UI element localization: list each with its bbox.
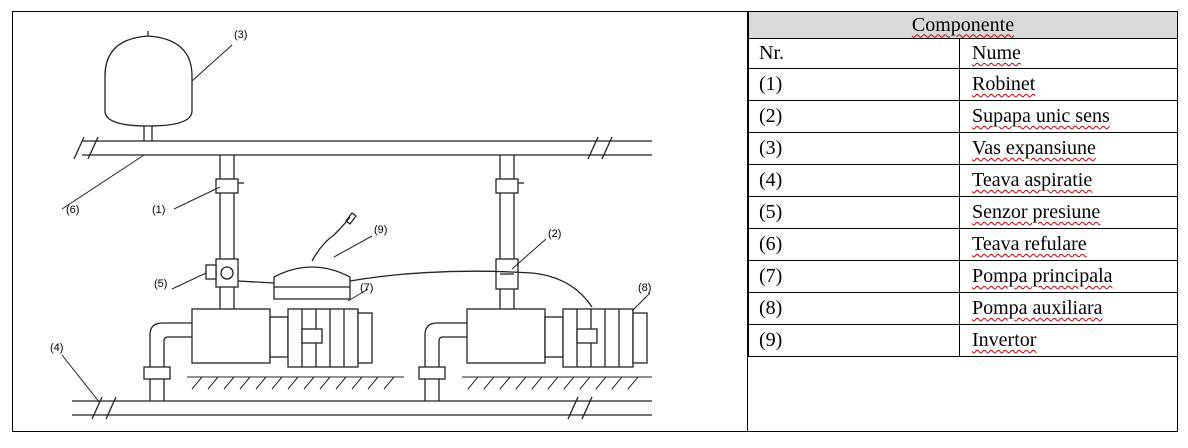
table-row: (2) Supapa unic sens bbox=[748, 100, 1178, 133]
expansion-vessel bbox=[104, 31, 193, 141]
inverter bbox=[237, 212, 593, 308]
table-header-row: Nr. Nume bbox=[748, 38, 1178, 69]
callout-4: (4) bbox=[50, 342, 63, 354]
table-row: (3) Vas expansiune bbox=[748, 132, 1178, 165]
table-title-row: Componente bbox=[748, 11, 1178, 39]
floor-hatching bbox=[187, 376, 652, 390]
row-name: Teava refulare bbox=[959, 228, 1178, 261]
row-nr: (2) bbox=[748, 100, 960, 133]
callout-8: (8) bbox=[638, 282, 651, 294]
row-nr: (1) bbox=[748, 68, 960, 101]
header-nr: Nr. bbox=[748, 38, 960, 69]
table-row: (4) Teava aspiratie bbox=[748, 164, 1178, 197]
row-nr: (5) bbox=[748, 196, 960, 229]
main-pump bbox=[191, 308, 373, 368]
table-title: Componente bbox=[748, 11, 1178, 39]
figure-frame bbox=[12, 11, 1178, 432]
table-row: (9) Invertor bbox=[748, 324, 1178, 357]
callout-6: (6) bbox=[66, 204, 79, 216]
callout-9: (9) bbox=[374, 224, 387, 236]
row-name: Invertor bbox=[959, 324, 1178, 357]
table-row: (1) Robinet bbox=[748, 68, 1178, 101]
figure-divider bbox=[747, 11, 748, 432]
row-nr: (4) bbox=[748, 164, 960, 197]
right-riser bbox=[495, 155, 524, 311]
row-nr: (9) bbox=[748, 324, 960, 357]
row-name: Teava aspiratie bbox=[959, 164, 1178, 197]
table-row: (8) Pompa auxiliara bbox=[748, 292, 1178, 325]
row-nr: (3) bbox=[748, 132, 960, 165]
discharge-pipe bbox=[73, 136, 652, 160]
row-nr: (7) bbox=[748, 260, 960, 293]
row-nr: (6) bbox=[748, 228, 960, 261]
header-name: Nume bbox=[959, 38, 1178, 69]
row-name: Pompa auxiliara bbox=[959, 292, 1178, 325]
auxiliary-pump bbox=[466, 308, 648, 368]
callout-7: (7) bbox=[360, 282, 373, 294]
suction-pipe bbox=[72, 322, 652, 420]
pump-installation-diagram: (3) (6) (1) (9) (2) (5) (7) (8) (4) bbox=[50, 29, 652, 420]
callout-5: (5) bbox=[154, 278, 167, 290]
row-name: Senzor presiune bbox=[959, 196, 1178, 229]
left-riser bbox=[205, 155, 244, 311]
table-row: (6) Teava refulare bbox=[748, 228, 1178, 261]
table-row: (5) Senzor presiune bbox=[748, 196, 1178, 229]
callout-2: (2) bbox=[548, 228, 561, 240]
row-name: Supapa unic sens bbox=[959, 100, 1178, 133]
row-name: Vas expansiune bbox=[959, 132, 1178, 165]
row-name: Pompa principala bbox=[959, 260, 1178, 293]
components-table: Componente Nr. Nume (1) Robinet (2) Supa… bbox=[748, 11, 1178, 357]
callout-1: (1) bbox=[152, 204, 165, 216]
callout-leaders bbox=[61, 44, 651, 404]
row-name: Robinet bbox=[959, 68, 1178, 101]
callout-labels: (3) (6) (1) (9) (2) (5) (7) (8) (4) bbox=[50, 29, 651, 354]
table-row: (7) Pompa principala bbox=[748, 260, 1178, 293]
callout-3: (3) bbox=[234, 29, 247, 41]
row-nr: (8) bbox=[748, 292, 960, 325]
